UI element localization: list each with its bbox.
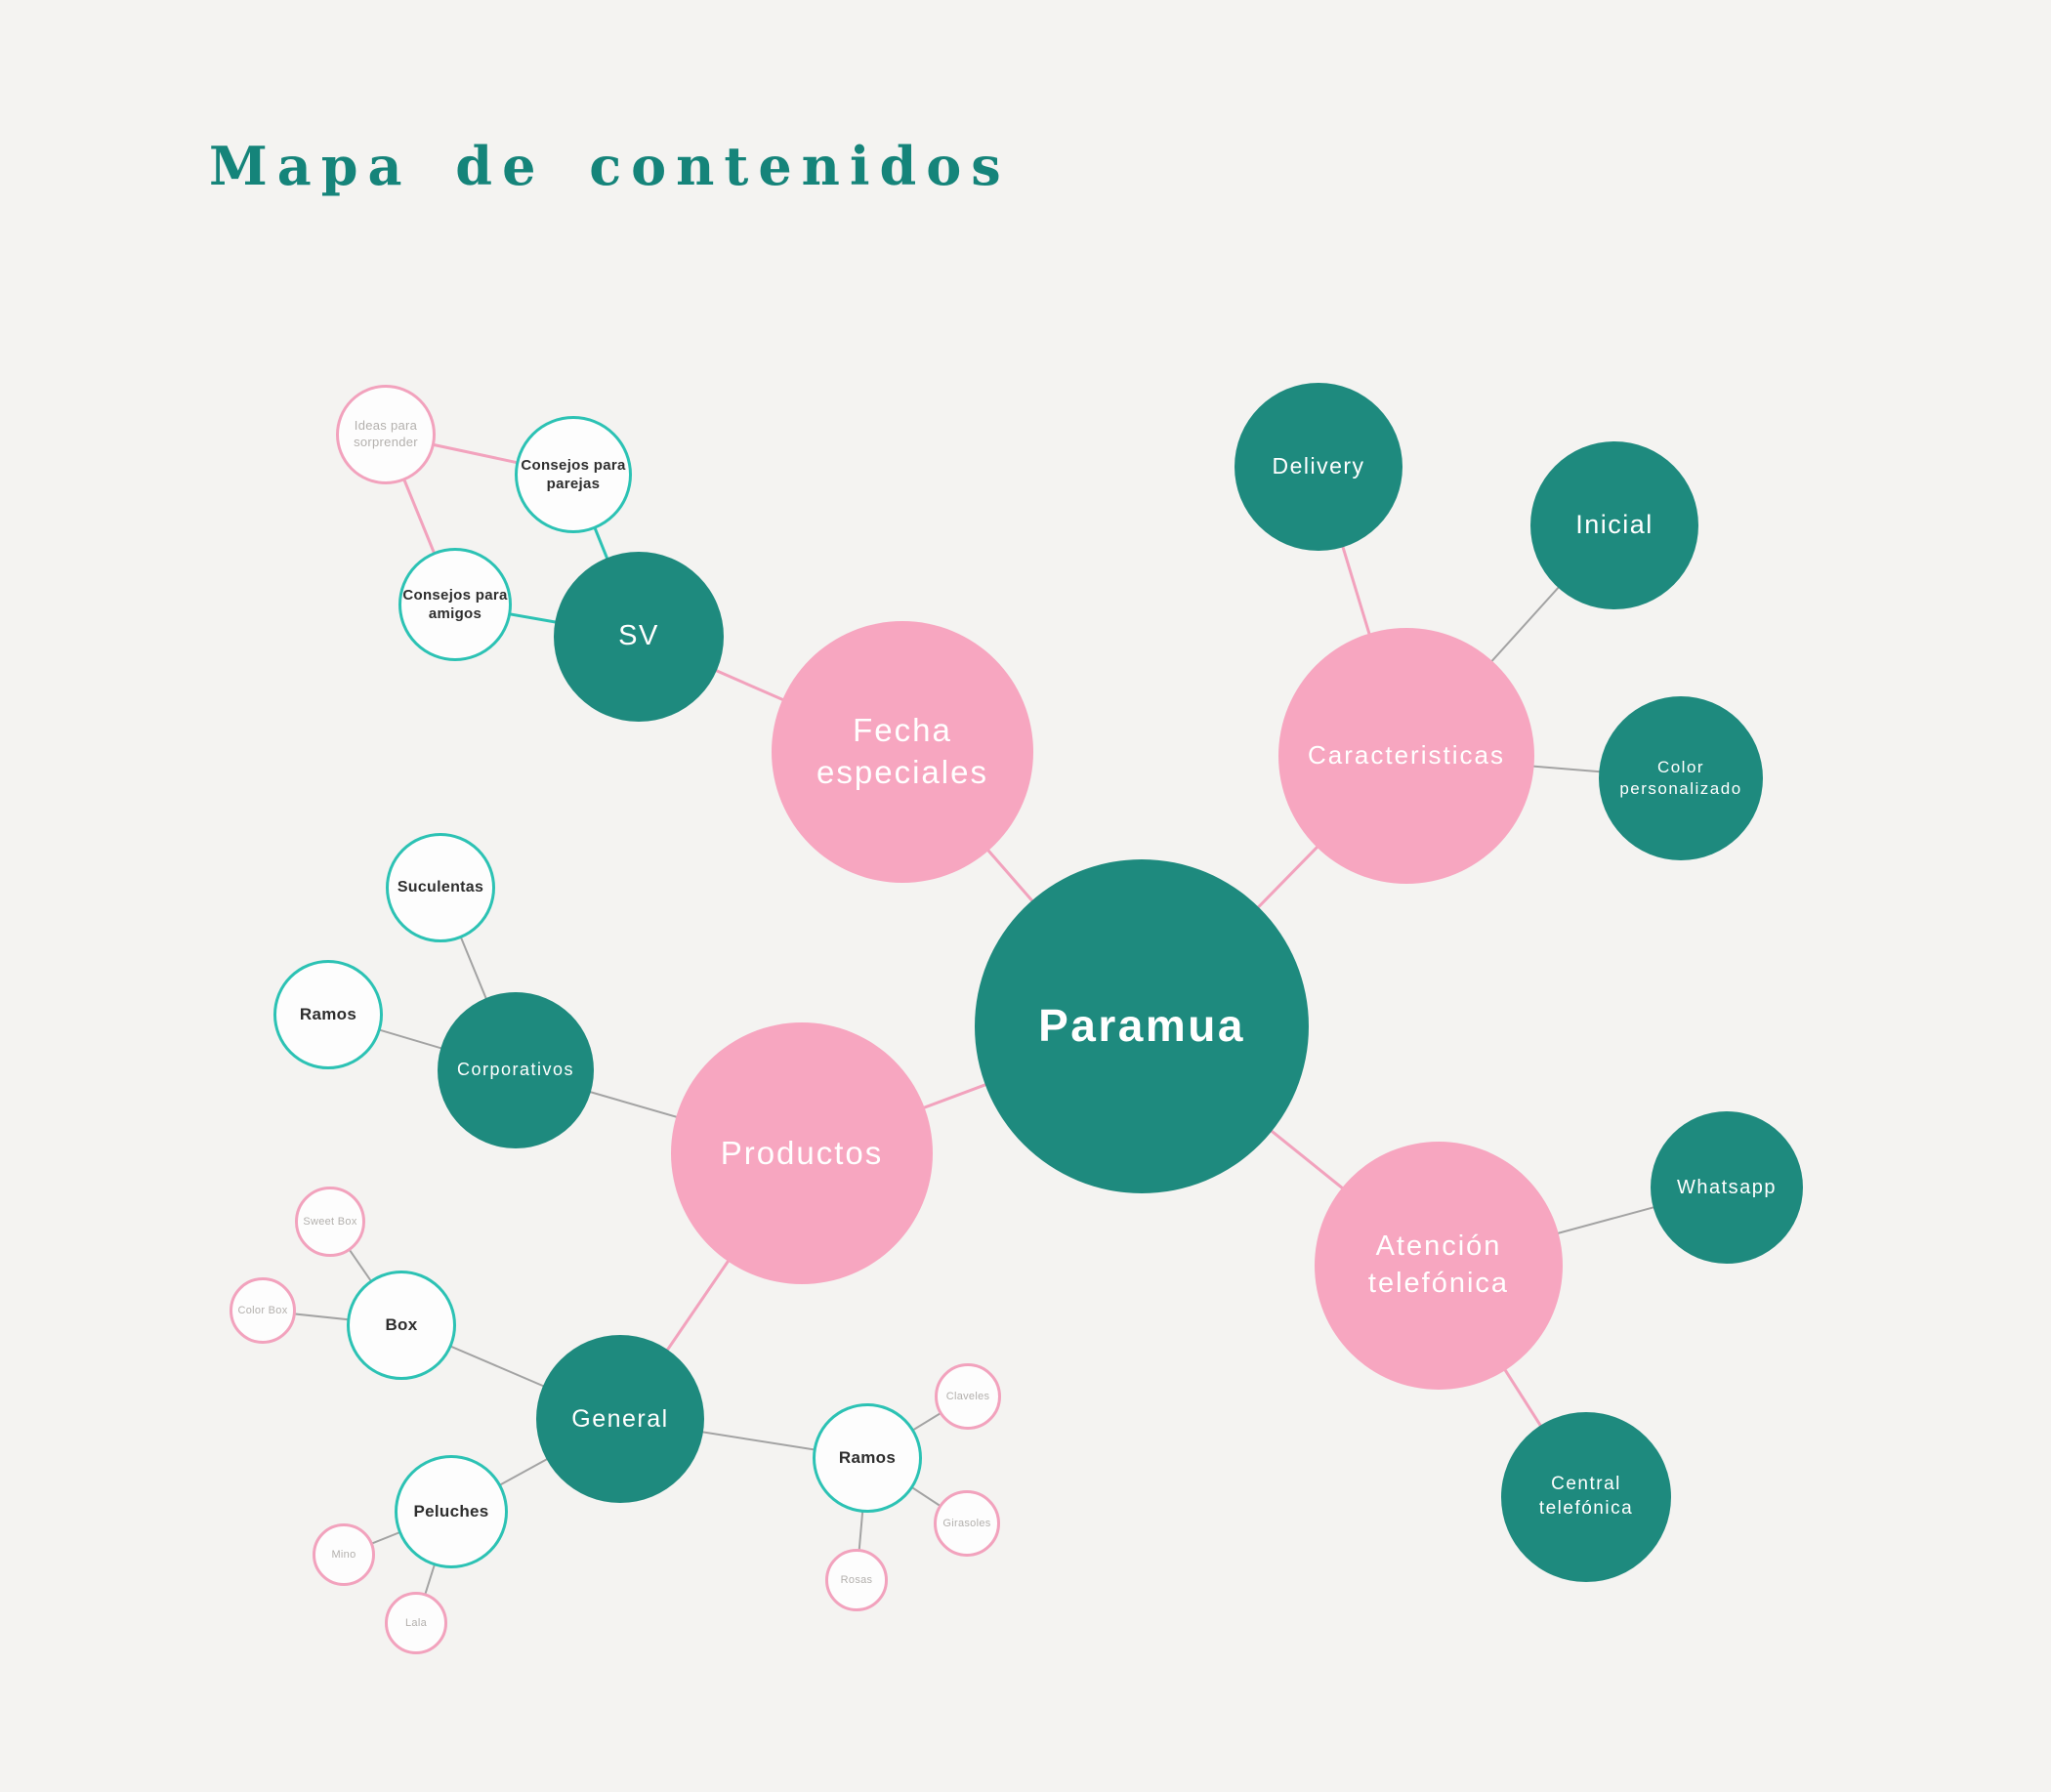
- node-general[interactable]: General: [536, 1335, 704, 1503]
- node-color_box[interactable]: Color Box: [230, 1277, 296, 1344]
- page-title: Mapa de contenidos: [209, 135, 1011, 197]
- node-ramos_general-label: Ramos: [838, 1447, 897, 1467]
- node-consejos_amigos[interactable]: Consejos para amigos: [398, 548, 512, 661]
- node-ideas_sorprender-label: Ideas para sorprender: [354, 418, 418, 449]
- node-whatsapp-label: Whatsapp: [1676, 1177, 1778, 1198]
- node-mino[interactable]: Mino: [313, 1523, 375, 1586]
- node-delivery[interactable]: Delivery: [1235, 383, 1402, 551]
- node-lala-label: Lala: [405, 1616, 427, 1629]
- node-peluches[interactable]: Peluches: [395, 1455, 508, 1568]
- node-sv-label: SV: [618, 620, 659, 652]
- node-atencion_telefonica[interactable]: Atención telefónica: [1315, 1142, 1563, 1390]
- node-ideas_sorprender[interactable]: Ideas para sorprender: [336, 385, 436, 484]
- node-girasoles-label: Girasoles: [942, 1517, 991, 1529]
- node-central_telefonica[interactable]: Central telefónica: [1501, 1412, 1671, 1582]
- node-suculentas-label: Suculentas: [397, 878, 484, 896]
- node-girasoles[interactable]: Girasoles: [934, 1490, 1000, 1557]
- node-color_personalizado[interactable]: Color personalizado: [1599, 696, 1763, 860]
- node-corporativos-label: Corporativos: [456, 1060, 575, 1080]
- node-central_telefonica-label: Central telefónica: [1538, 1474, 1634, 1519]
- node-consejos_parejas[interactable]: Consejos para parejas: [515, 416, 632, 533]
- node-ramos_corporativos[interactable]: Ramos: [273, 960, 383, 1069]
- node-box[interactable]: Box: [347, 1271, 456, 1380]
- node-peluches-label: Peluches: [413, 1501, 489, 1521]
- node-color_box-label: Color Box: [237, 1304, 288, 1316]
- node-sv[interactable]: SV: [554, 552, 724, 722]
- node-sweet_box[interactable]: Sweet Box: [295, 1187, 365, 1257]
- node-productos[interactable]: Productos: [671, 1022, 933, 1284]
- node-mino-label: Mino: [331, 1548, 356, 1561]
- node-caracteristicas-label: Caracteristicas: [1308, 740, 1505, 771]
- node-atencion_telefonica-label: Atención telefónica: [1367, 1230, 1510, 1299]
- node-productos-label: Productos: [720, 1134, 884, 1171]
- node-whatsapp[interactable]: Whatsapp: [1651, 1111, 1803, 1264]
- node-claveles-label: Claveles: [945, 1390, 990, 1402]
- node-ramos_corporativos-label: Ramos: [299, 1004, 357, 1023]
- node-fecha_especiales-label: Fecha especiales: [816, 712, 988, 790]
- node-rosas[interactable]: Rosas: [825, 1549, 888, 1611]
- node-inicial-label: Inicial: [1575, 510, 1653, 540]
- node-fecha_especiales[interactable]: Fecha especiales: [772, 621, 1033, 883]
- node-color_personalizado-label: Color personalizado: [1619, 757, 1742, 798]
- node-consejos_parejas-label: Consejos para parejas: [521, 456, 626, 493]
- node-consejos_amigos-label: Consejos para amigos: [402, 586, 508, 623]
- node-suculentas[interactable]: Suculentas: [386, 833, 495, 942]
- node-sweet_box-label: Sweet Box: [303, 1215, 357, 1228]
- node-lala[interactable]: Lala: [385, 1592, 447, 1654]
- node-paramua-label: Paramua: [1038, 1000, 1245, 1052]
- node-claveles[interactable]: Claveles: [935, 1363, 1001, 1430]
- node-corporativos[interactable]: Corporativos: [438, 992, 594, 1148]
- node-paramua[interactable]: Paramua: [975, 859, 1309, 1193]
- node-general-label: General: [571, 1404, 669, 1433]
- node-ramos_general[interactable]: Ramos: [813, 1403, 922, 1513]
- node-delivery-label: Delivery: [1272, 453, 1365, 479]
- node-inicial[interactable]: Inicial: [1530, 441, 1698, 609]
- node-caracteristicas[interactable]: Caracteristicas: [1278, 628, 1534, 884]
- node-rosas-label: Rosas: [840, 1573, 873, 1586]
- node-box-label: Box: [385, 1314, 418, 1334]
